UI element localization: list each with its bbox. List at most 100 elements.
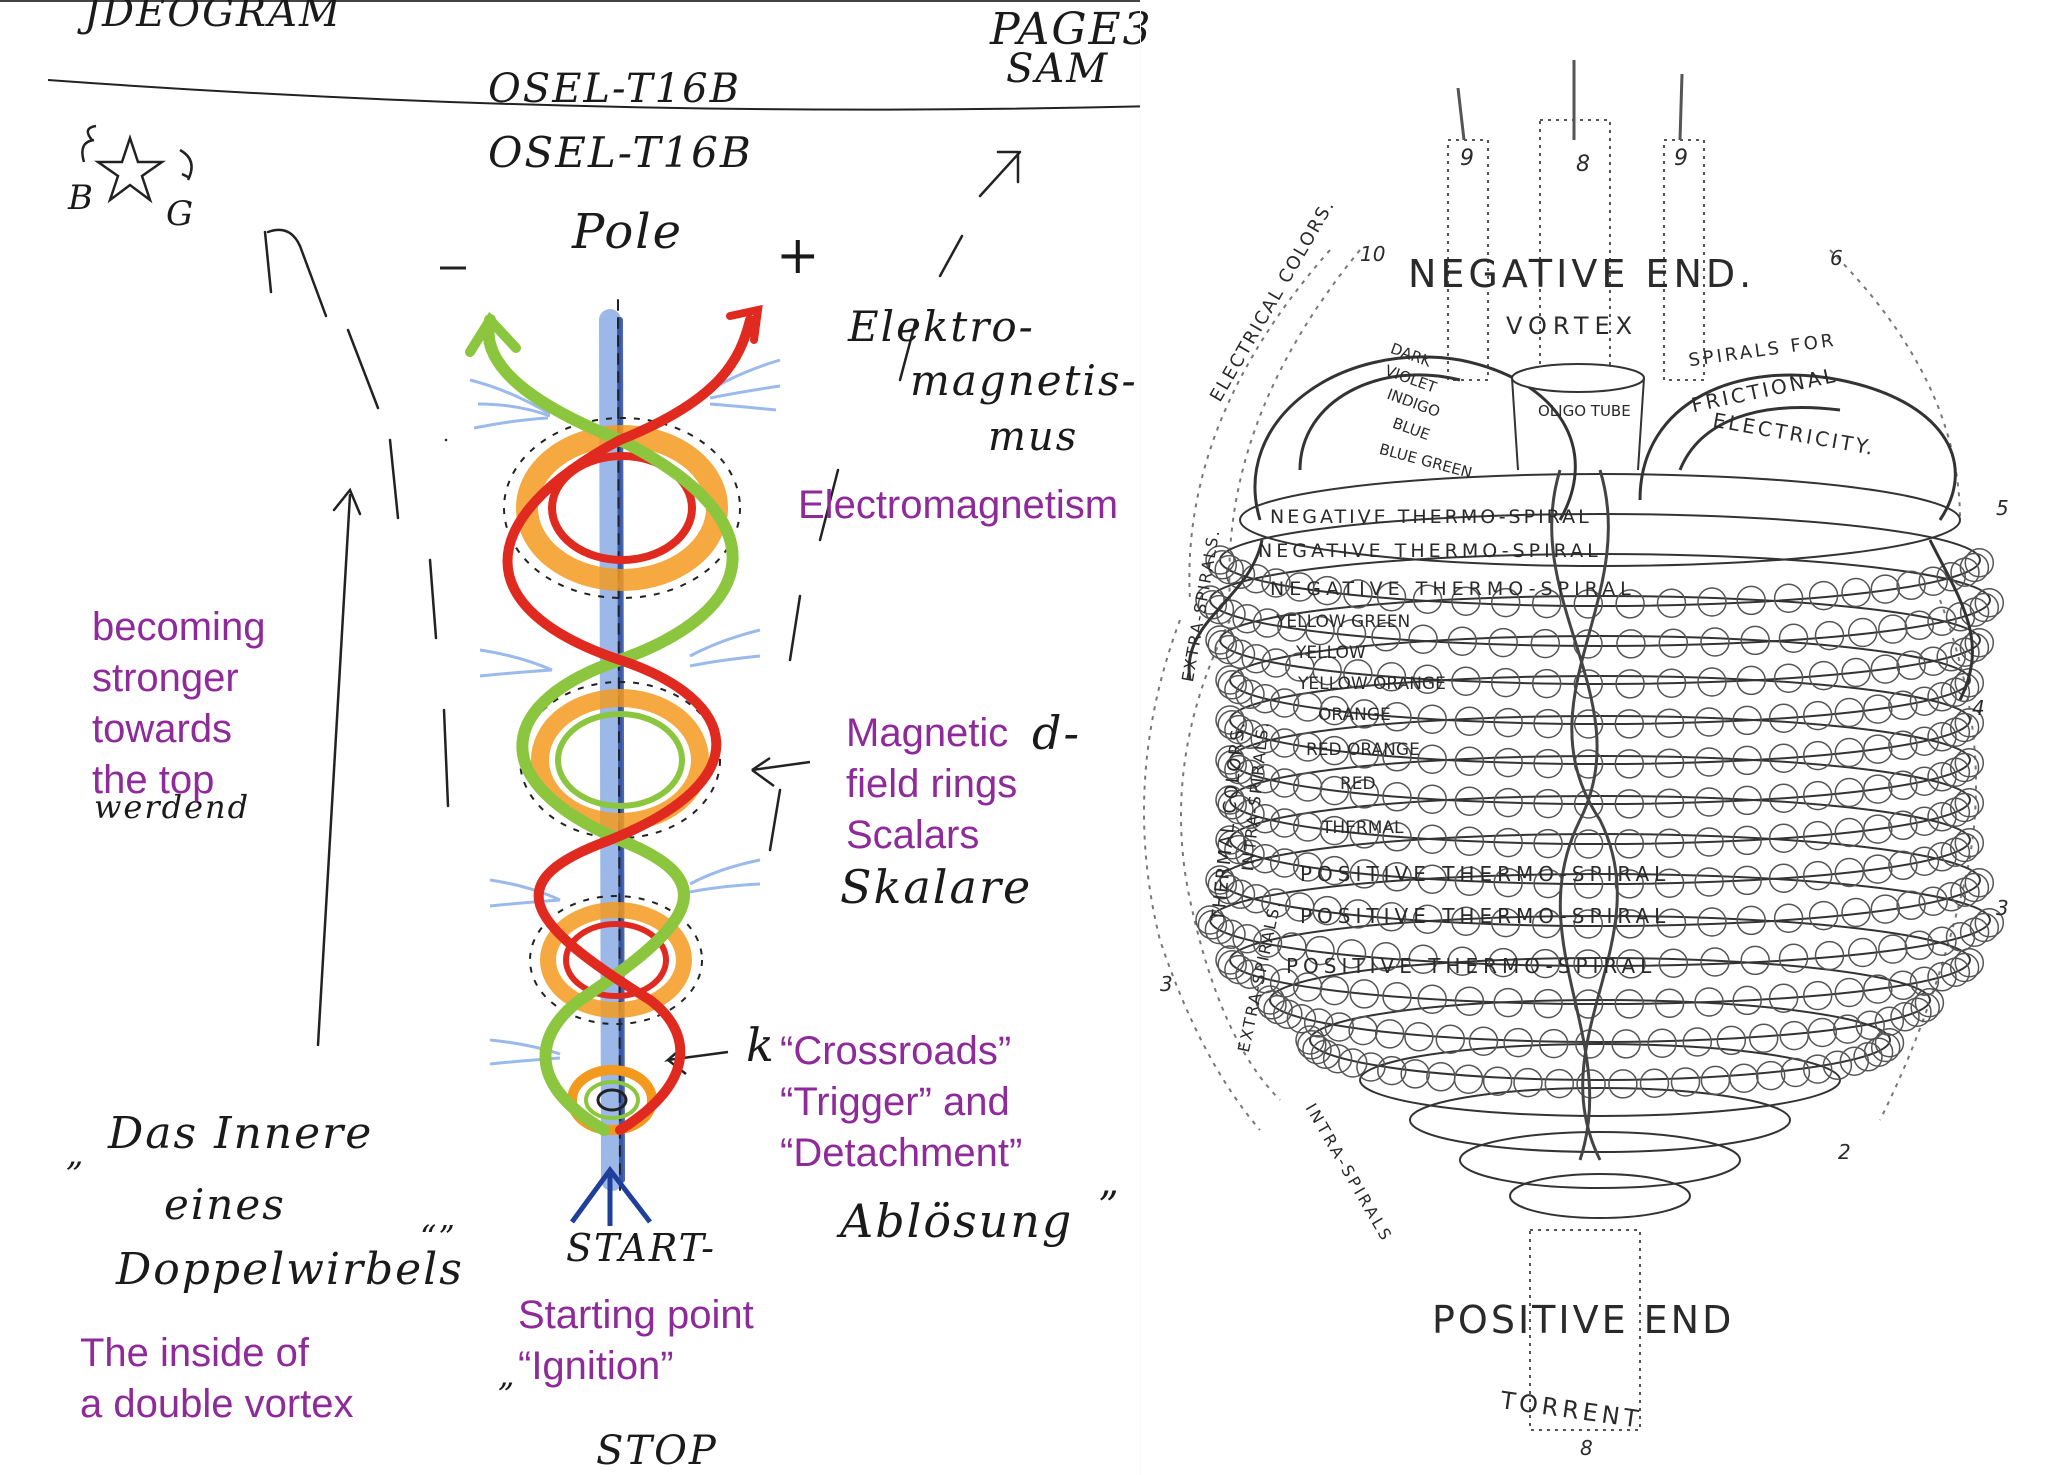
- coil-bead: [1927, 722, 1957, 752]
- coil-bead: [1195, 905, 1225, 935]
- coil-bead: [1654, 868, 1685, 898]
- coil-bead: [1273, 999, 1303, 1030]
- positive-end-label: POSITIVE END: [1432, 1298, 1735, 1342]
- coil-bead: [1533, 708, 1563, 739]
- spiral-label-6: POSITIVE THERMO-SPIRAL: [1286, 954, 1657, 978]
- coil-bead: [1700, 947, 1730, 977]
- coil-bead: [1503, 1027, 1533, 1058]
- coil-bead: [1488, 947, 1518, 978]
- band-red: RED: [1340, 774, 1376, 794]
- coil-beads: [1195, 545, 2005, 1099]
- inner-line2: eines: [164, 1180, 286, 1229]
- coil-bead: [1343, 899, 1373, 929]
- coil-bead: [1654, 748, 1685, 778]
- skalare-label: Skalare: [840, 860, 1033, 914]
- start-label: START-: [566, 1226, 716, 1270]
- crossroads-label: “Crossroads” “Trigger” and “Detachment”: [780, 1029, 1023, 1175]
- spiral-label-2: NEGATIVE THERMO-SPIRAL: [1258, 540, 1602, 562]
- coil-bead: [1493, 787, 1523, 818]
- coil-bead: [1959, 552, 1990, 583]
- stop-label: STOP: [596, 1428, 718, 1474]
- coil-bead: [1863, 734, 1893, 764]
- coil-bead: [1408, 624, 1438, 654]
- coil-bead: [1694, 787, 1724, 817]
- coil-bead: [1954, 747, 1985, 778]
- coil-bead: [1670, 1067, 1701, 1097]
- coil-bead: [1204, 914, 1235, 945]
- oligo-tube-label: OLIGO TUBE: [1538, 402, 1631, 420]
- coil-bead: [1235, 719, 1265, 750]
- coil-bead: [1870, 574, 1901, 604]
- ignition-base: [569, 1165, 652, 1226]
- coil-bead: [1319, 815, 1350, 846]
- coil-bead: [1292, 692, 1323, 722]
- coil-bead: [1909, 766, 1940, 796]
- inner-line1: Das Innere: [108, 1108, 374, 1159]
- coil-bead: [1493, 827, 1523, 858]
- coil-bead: [1417, 704, 1447, 734]
- coil-bead: [1319, 775, 1350, 806]
- coil-bead: [1261, 568, 1291, 598]
- torrent: [1529, 1229, 1641, 1431]
- header-sam: SAM: [1006, 46, 1110, 92]
- coil-bead: [1493, 867, 1523, 898]
- coil-bead: [1376, 662, 1407, 692]
- coil-bead: [1215, 825, 1245, 855]
- coil-bead: [1802, 740, 1833, 771]
- coil-bead: [1493, 707, 1523, 738]
- coil-bead: [1697, 587, 1727, 617]
- coil-bead: [1573, 589, 1604, 619]
- coil-bead: [1874, 1006, 1905, 1036]
- blue-wings: [469, 358, 781, 1066]
- coil-bead: [1949, 672, 1980, 703]
- coil-bead: [1909, 846, 1940, 876]
- coil-bead: [1974, 907, 2005, 938]
- coil-bead: [1319, 695, 1350, 726]
- coil-bead: [1847, 937, 1878, 968]
- coil-bead: [1834, 857, 1865, 888]
- coil-bead: [1614, 709, 1645, 739]
- coil-bead: [1863, 774, 1893, 804]
- coil-bead: [1417, 864, 1447, 894]
- coil-bead: [1225, 639, 1256, 670]
- coil-bead: [1841, 897, 1871, 928]
- coil-bead: [1855, 1010, 1885, 1041]
- coil-bead: [1974, 587, 2005, 618]
- coil-bead: [1694, 867, 1724, 897]
- ray-number-1: 9: [1460, 146, 1474, 171]
- coil-bead: [1454, 746, 1485, 776]
- coil-bead: [1694, 827, 1724, 857]
- coil-bead: [1217, 670, 1247, 700]
- coil-bead: [1451, 586, 1481, 616]
- coil-bead: [1530, 628, 1561, 659]
- coil-bead: [1349, 779, 1380, 809]
- coil-bead: [1382, 822, 1412, 852]
- central-axis: [599, 299, 625, 1191]
- coil-bead: [1382, 982, 1412, 1012]
- coil-bead: [1269, 768, 1300, 798]
- coil-bead: [1918, 566, 1948, 596]
- magnetic-field-rings-label: Magnetic field rings Scalars: [846, 711, 1018, 857]
- coil-bead: [1909, 806, 1940, 836]
- coil-bead: [1544, 1068, 1575, 1099]
- inner-line3: Doppelwirbels: [116, 1244, 464, 1295]
- coil-bead: [1736, 905, 1766, 936]
- coil-bead: [1269, 728, 1300, 758]
- coil-bead: [1954, 827, 1985, 858]
- coil-bead: [1250, 843, 1280, 874]
- coil-bead: [1802, 860, 1833, 891]
- coil-bead: [1888, 770, 1918, 801]
- coil-bead: [1310, 1039, 1341, 1070]
- coil-bead: [1608, 1069, 1638, 1099]
- band-orange: ORANGE: [1318, 705, 1391, 725]
- coil-bead: [1343, 579, 1373, 609]
- star-icon: [81, 124, 193, 204]
- coil-bead: [1870, 654, 1901, 684]
- coil-bead: [1215, 705, 1245, 735]
- coil-bead: [1376, 902, 1407, 932]
- coil-bead: [1768, 703, 1799, 733]
- coil-bead: [1269, 808, 1300, 838]
- coil-bead: [1888, 690, 1918, 721]
- coil-bead: [1969, 912, 2000, 943]
- coil-bead: [1235, 839, 1265, 870]
